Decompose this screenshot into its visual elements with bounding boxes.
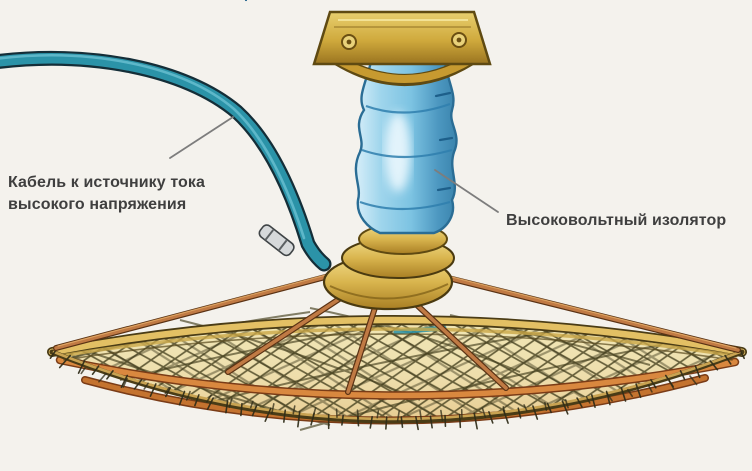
corona-needles-inner (80, 367, 698, 422)
cable-connector (258, 224, 295, 257)
insulator-ribs (359, 102, 453, 211)
insulator-shade-ticks (244, 0, 454, 192)
power-cable (0, 50, 332, 272)
mounting-plate (312, 10, 492, 86)
brass-hub (322, 223, 455, 311)
mesh-electrode-dish (47, 307, 747, 431)
cable-label-line2: высокого напряжения (8, 196, 187, 213)
dish-rim (47, 315, 747, 424)
cable-label: Кабель к источнику тока высокого напряже… (8, 172, 205, 216)
plate-screws (341, 32, 467, 50)
cable-label-line1: Кабель к источнику тока (8, 174, 206, 191)
corona-needles (49, 349, 745, 431)
cable-leader-line (169, 116, 234, 159)
high-voltage-insulator (244, 0, 458, 235)
insulator-leader-line (434, 169, 499, 213)
insulator-label: Высоковольтный изолятор (506, 212, 727, 229)
